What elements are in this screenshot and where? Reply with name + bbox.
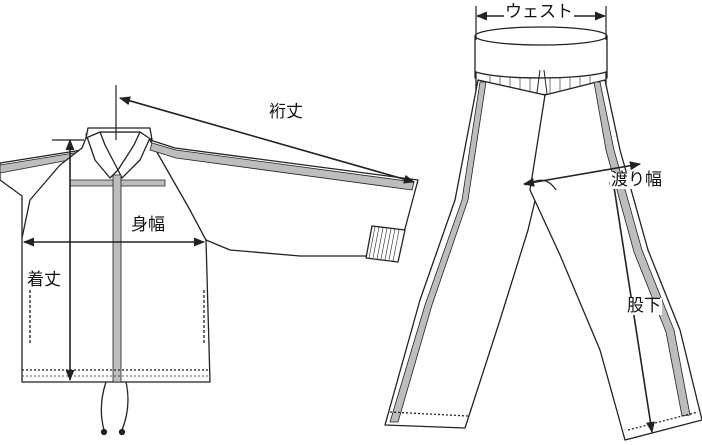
thigh-width-label: 渡り幅	[610, 170, 663, 190]
pants-left-hem	[389, 411, 469, 417]
waist-label: ウェスト	[504, 2, 574, 22]
jacket-zipper	[112, 174, 122, 383]
jacket-drawcord	[100, 381, 129, 431]
pants-waistband-top	[474, 26, 608, 46]
jacket-drawing	[0, 127, 419, 436]
thigh-width-arrow	[522, 161, 642, 187]
pants-left-leg-stripe	[389, 81, 487, 423]
pants-drawing	[384, 26, 702, 441]
sleeve-length-arrow	[118, 96, 416, 184]
jacket-measurements	[22, 85, 416, 382]
body-length-label: 着丈	[26, 270, 62, 290]
chest-width-label: 身幅	[130, 215, 166, 235]
jacket-cuff	[365, 225, 406, 263]
sleeve-length-label: 裄丈	[268, 102, 304, 122]
inseam-label: 股下	[626, 296, 662, 316]
